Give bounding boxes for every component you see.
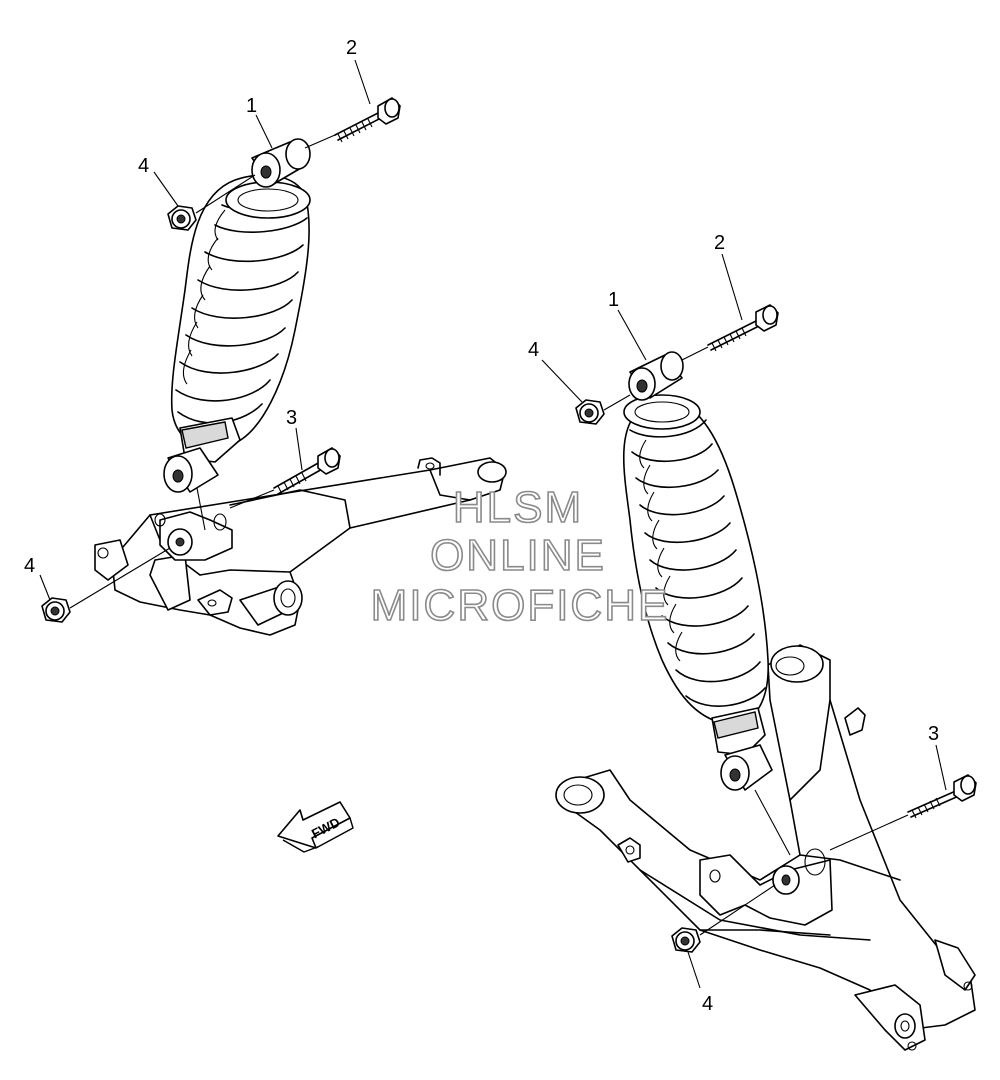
left-shock-absorber <box>163 138 311 493</box>
right-suspension-assembly <box>555 304 977 1051</box>
watermark-line-3: MICROFICHE <box>371 581 670 630</box>
callout-numbers: 1 2 4 3 4 1 2 4 3 4 <box>24 37 939 1015</box>
watermark: HLSM ONLINE MICROFICHE <box>370 482 670 631</box>
callout-right-lower-bolt: 3 <box>928 723 939 745</box>
right-shock-absorber <box>622 351 773 791</box>
right-upper-bolt <box>707 304 779 352</box>
right-lower-arm <box>555 644 976 1051</box>
callout-left-lower-bolt: 3 <box>286 407 297 429</box>
fwd-arrow-icon: FWD <box>277 801 354 853</box>
left-upper-bolt <box>334 97 401 143</box>
callout-left-upper-bolt: 2 <box>346 37 357 59</box>
watermark-line-1: HLSM <box>453 483 583 532</box>
right-upper-nut <box>575 399 605 425</box>
left-upper-nut <box>167 205 197 231</box>
callout-right-upper-nut: 4 <box>528 339 539 361</box>
watermark-line-2: ONLINE <box>430 531 606 580</box>
right-lower-bolt <box>907 774 977 819</box>
left-lower-nut <box>41 597 71 623</box>
callout-left-lower-nut: 4 <box>24 555 35 577</box>
right-lower-nut <box>671 927 701 953</box>
callout-right-shock: 1 <box>608 289 619 311</box>
callout-left-upper-nut: 4 <box>138 155 149 177</box>
callout-right-upper-bolt: 2 <box>714 232 725 254</box>
left-lower-bolt <box>273 447 341 495</box>
left-lower-arm <box>94 457 507 636</box>
callout-leaders <box>39 59 947 989</box>
callout-left-shock: 1 <box>246 95 257 117</box>
callout-right-lower-nut: 4 <box>702 993 713 1015</box>
left-suspension-assembly <box>41 97 507 636</box>
